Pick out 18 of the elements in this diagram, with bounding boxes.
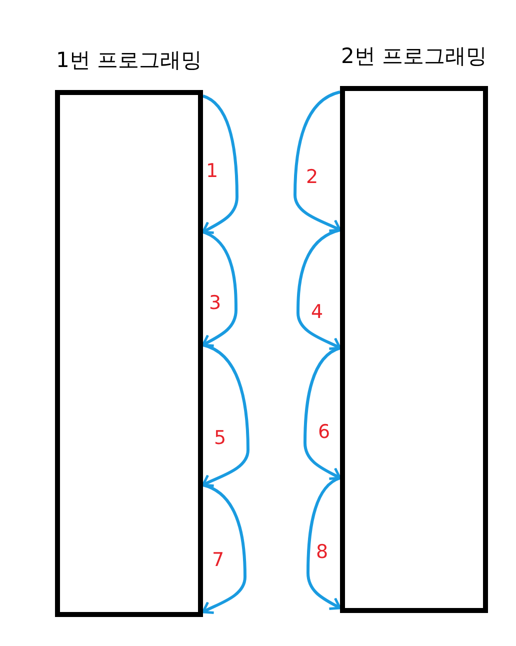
edge-label: 8 <box>316 541 328 563</box>
curved-arrow <box>306 476 342 610</box>
curved-arrow <box>294 90 342 232</box>
edge-label: 6 <box>318 421 330 443</box>
edge-label: 7 <box>212 549 224 571</box>
curved-arrow <box>296 228 342 350</box>
curved-arrow <box>202 94 238 234</box>
edge-label: 1 <box>206 160 218 182</box>
edge-label: 4 <box>311 301 324 323</box>
curved-arrow <box>202 344 250 488</box>
edge-label: 3 <box>209 292 222 314</box>
curved-arrow <box>202 484 246 614</box>
edge-label: 5 <box>214 427 226 449</box>
curved-arrow <box>202 230 238 348</box>
box-heading: 2번 프로그래밍 <box>340 43 488 70</box>
box-heading: 1번 프로그래밍 <box>55 47 203 74</box>
curved-arrow <box>304 346 342 480</box>
edge-label: 2 <box>306 166 318 188</box>
